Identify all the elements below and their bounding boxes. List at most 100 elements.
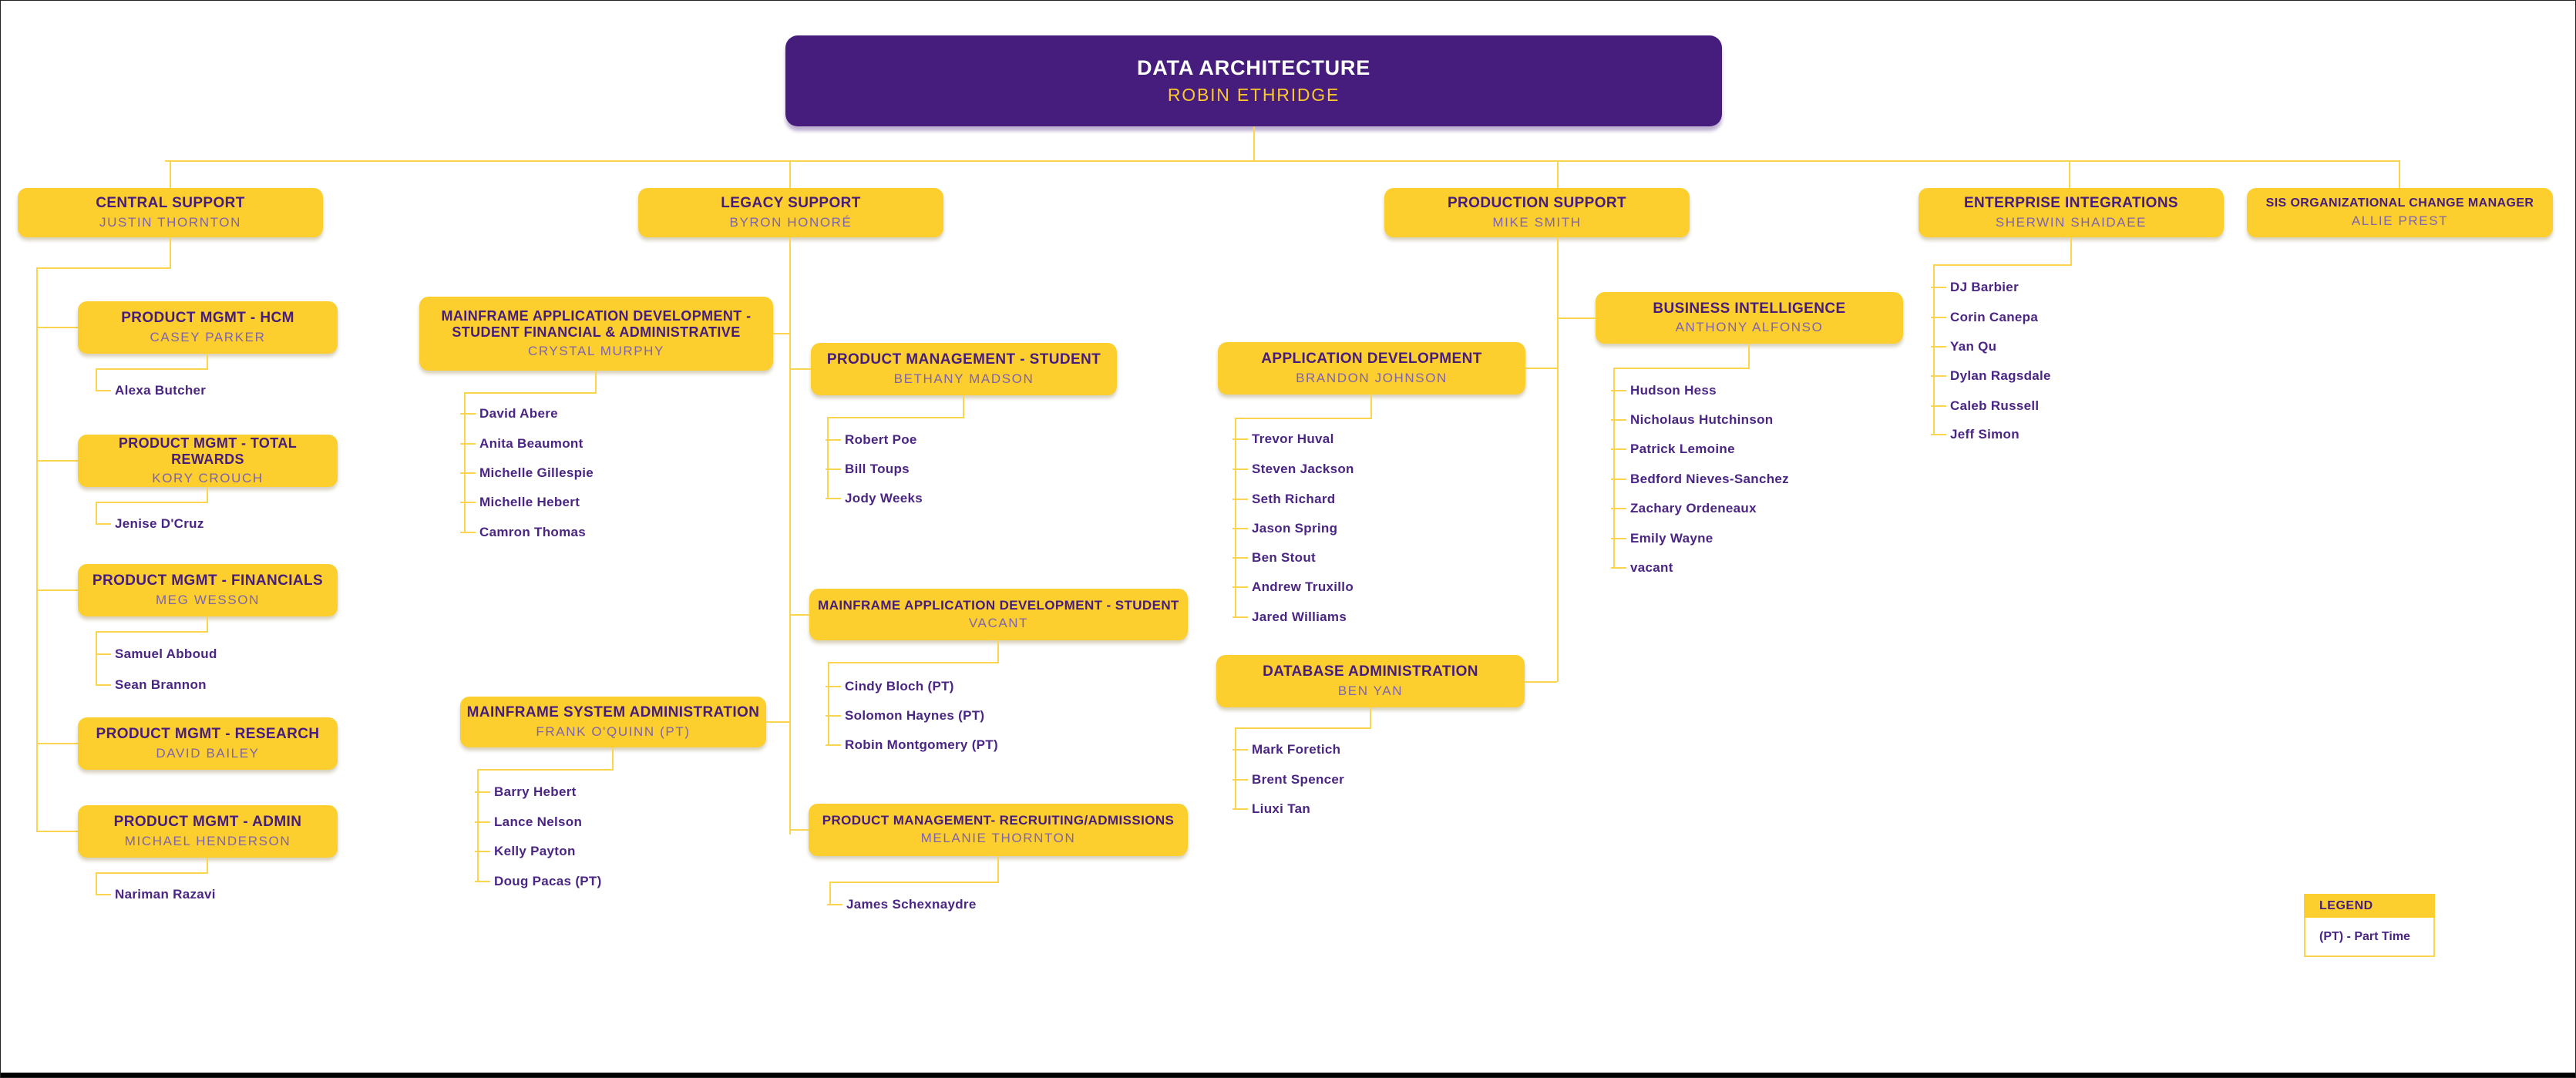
- node-name: CRYSTAL MURPHY: [527, 343, 664, 358]
- connector-line: [997, 640, 999, 663]
- member-name: James Schexnaydre: [827, 895, 977, 914]
- connector-line: [96, 631, 97, 686]
- connector-line: [170, 237, 171, 267]
- member-name: Bedford Nieves-Sanchez: [1611, 470, 1789, 489]
- member-name: Liuxi Tan: [1232, 800, 1310, 818]
- node-name: BEN YAN: [1337, 683, 1404, 698]
- org-node-database-administration: DATABASE ADMINISTRATION BEN YAN: [1216, 655, 1525, 707]
- connector-line: [827, 417, 829, 499]
- connector-line: [1370, 707, 1371, 728]
- org-node-legacy-support: LEGACY SUPPORT BYRON HONORÉ: [638, 188, 943, 237]
- member-name: Dylan Ragsdale: [1931, 367, 2051, 385]
- connector-line: [1613, 368, 1750, 369]
- node-name: MEG WESSON: [155, 592, 260, 607]
- org-node-application-development: APPLICATION DEVELOPMENT BRANDON JOHNSON: [1218, 342, 1525, 395]
- member-name: Brent Spencer: [1232, 771, 1344, 789]
- connector-line: [997, 856, 999, 882]
- connector-line: [1235, 727, 1236, 810]
- connector-line: [829, 882, 999, 883]
- connector-line: [2069, 160, 2070, 190]
- node-title: MAINFRAME APPLICATION DEVELOPMENT - STUD…: [441, 308, 752, 341]
- connector-line: [96, 872, 208, 874]
- connector-line: [1370, 395, 1372, 418]
- connector-line: [1613, 368, 1615, 569]
- member-name: Jason Spring: [1232, 519, 1337, 538]
- node-title: SIS ORGANIZATIONAL CHANGE MANAGER: [2265, 196, 2534, 210]
- org-node-product-mgmt-admin: PRODUCT MGMT - ADMIN MICHAEL HENDERSON: [78, 805, 338, 858]
- org-node-product-mgmt-hcm: PRODUCT MGMT - HCM CASEY PARKER: [78, 301, 338, 354]
- member-name: Alexa Butcher: [95, 381, 206, 400]
- member-name: Zachary Ordeneaux: [1611, 499, 1757, 518]
- node-name: ROBIN ETHRIDGE: [1167, 84, 1340, 105]
- connector-line: [789, 160, 791, 190]
- connector-line: [464, 392, 597, 394]
- connector-line: [828, 662, 999, 663]
- member-name: Jenise D'Cruz: [96, 515, 204, 533]
- member-name: Solomon Haynes (PT): [825, 707, 984, 725]
- member-name: vacant: [1611, 559, 1673, 577]
- connector-line: [1933, 264, 1935, 435]
- connector-line: [207, 616, 208, 632]
- member-name: Patrick Lemoine: [1611, 440, 1735, 458]
- node-name: BYRON HONORÉ: [729, 214, 853, 230]
- member-name: Mark Foretich: [1232, 740, 1340, 759]
- connector-line: [1235, 727, 1371, 729]
- connector-line: [791, 368, 811, 370]
- member-name: David Abere: [460, 405, 558, 423]
- connector-line: [36, 743, 78, 744]
- member-name: Camron Thomas: [459, 523, 586, 542]
- member-name: Jody Weeks: [826, 489, 923, 508]
- node-title: MAINFRAME SYSTEM ADMINISTRATION: [466, 704, 760, 721]
- node-title: BUSINESS INTELLIGENCE: [1653, 300, 1846, 317]
- member-name: Sean Brannon: [96, 676, 207, 694]
- node-name: JUSTIN THORNTON: [99, 214, 241, 230]
- org-node-enterprise-integrations: ENTERPRISE INTEGRATIONS SHERWIN SHAIDAEE: [1919, 188, 2224, 237]
- node-title: DATABASE ADMINISTRATION: [1263, 663, 1478, 680]
- member-name: Michelle Hebert: [459, 493, 580, 512]
- connector-line: [829, 882, 831, 905]
- member-name: Hudson Hess: [1611, 381, 1717, 400]
- connector-line: [766, 721, 790, 723]
- member-name: Cindy Bloch (PT): [826, 677, 954, 696]
- member-name: Barry Hebert: [475, 783, 577, 801]
- node-title: PRODUCT MGMT - FINANCIALS: [92, 573, 324, 589]
- member-name: Seth Richard: [1232, 490, 1335, 509]
- node-title: PRODUCT MANAGEMENT - STUDENT: [826, 351, 1101, 368]
- connector-line: [773, 333, 790, 334]
- member-name: Corin Canepa: [1930, 308, 2038, 327]
- member-name: Doug Pacas (PT): [475, 872, 602, 891]
- member-name: Kelly Payton: [475, 842, 576, 861]
- connector-line: [96, 872, 97, 895]
- connector-line: [789, 237, 791, 835]
- org-node-product-management-student: PRODUCT MANAGEMENT - STUDENT BETHANY MAD…: [811, 343, 1117, 395]
- member-name: Robert Poe: [826, 431, 917, 449]
- connector-line: [36, 831, 78, 832]
- node-title: APPLICATION DEVELOPMENT: [1261, 351, 1482, 368]
- node-name: SHERWIN SHAIDAEE: [1995, 214, 2147, 230]
- member-name: Ben Stout: [1233, 549, 1316, 567]
- node-name: MICHAEL HENDERSON: [124, 833, 291, 848]
- org-node-business-intelligence: BUSINESS INTELLIGENCE ANTHONY ALFONSO: [1596, 292, 1903, 344]
- connector-line: [595, 371, 597, 393]
- node-name: MIKE SMITH: [1492, 214, 1582, 230]
- connector-line: [1748, 344, 1750, 368]
- connector-line: [477, 769, 479, 882]
- node-title: LEGACY SUPPORT: [721, 195, 861, 212]
- node-name: KORY CROUCH: [152, 470, 264, 485]
- node-name: DAVID BAILEY: [156, 745, 260, 761]
- node-title: DATA ARCHITECTURE: [1136, 55, 1371, 79]
- node-name: ANTHONY ALFONSO: [1675, 320, 1824, 335]
- connector-line: [827, 417, 964, 418]
- connector-line: [36, 267, 38, 831]
- connector-line: [96, 502, 208, 503]
- legend-body: (PT) - Part Time: [2304, 918, 2435, 957]
- connector-line: [477, 769, 614, 771]
- connector-line: [96, 368, 97, 391]
- node-name: BRANDON JOHNSON: [1296, 370, 1448, 385]
- member-name: Emily Wayne: [1611, 529, 1713, 548]
- org-node-product-management-recruiting-admissions: PRODUCT MANAGEMENT- RECRUITING/ADMISSION…: [809, 804, 1188, 856]
- node-title: PRODUCT MGMT - ADMIN: [113, 814, 302, 831]
- member-name: Nicholaus Hutchinson: [1610, 411, 1773, 429]
- connector-line: [207, 858, 208, 873]
